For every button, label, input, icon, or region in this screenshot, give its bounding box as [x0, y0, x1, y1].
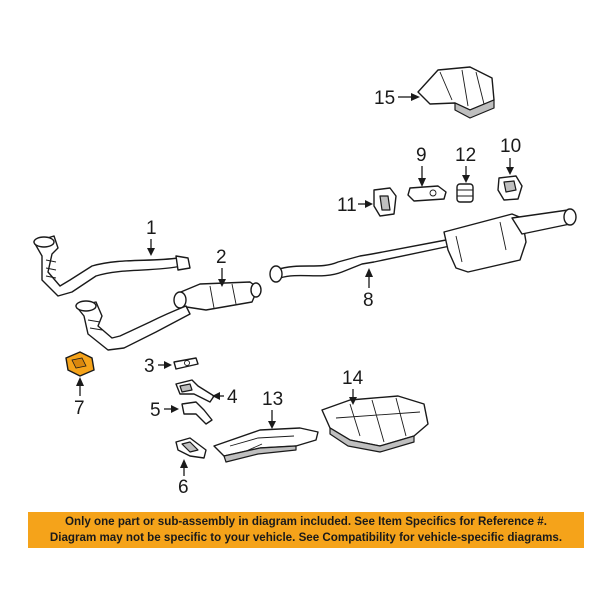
- callout-13-label: 13: [262, 389, 283, 410]
- part-1-front-pipe: [33, 235, 191, 297]
- disclaimer-line-1: Only one part or sub-assembly in diagram…: [65, 515, 547, 528]
- callout-1: 1: [146, 218, 157, 256]
- callout-15-label: 15: [374, 88, 395, 109]
- callout-6-label: 6: [178, 477, 189, 498]
- callout-8: 8: [363, 268, 374, 311]
- part-10-hanger: [497, 175, 523, 201]
- callout-7: 7: [74, 377, 85, 419]
- callout-3-label: 3: [144, 356, 155, 377]
- callout-15: 15: [374, 88, 420, 109]
- exhaust-system-diagram: 15 9 12 10 11: [33, 66, 577, 498]
- part-3-gasket: [173, 357, 199, 370]
- callout-7-label: 7: [74, 398, 85, 419]
- callout-12: 12: [455, 145, 476, 183]
- part-12-insulator: [456, 183, 474, 203]
- callout-2: 2: [216, 247, 227, 287]
- callout-3: 3: [144, 356, 172, 377]
- disclaimer-banner: Only one part or sub-assembly in diagram…: [28, 512, 584, 548]
- callout-1-label: 1: [146, 218, 157, 239]
- callout-9: 9: [416, 145, 427, 187]
- callout-13: 13: [262, 389, 283, 429]
- part-2-catalytic-converter: [173, 281, 262, 311]
- part-y-pipe-converter: [75, 300, 191, 351]
- callout-12-label: 12: [455, 145, 476, 166]
- callout-8-label: 8: [363, 290, 374, 311]
- callout-10-label: 10: [500, 136, 521, 157]
- part-15-heat-shield: [417, 66, 495, 119]
- callout-5: 5: [150, 400, 179, 421]
- disclaimer-line-2: Diagram may not be specific to your vehi…: [49, 531, 563, 544]
- part-7-highlighted: [65, 351, 95, 377]
- part-6-bracket: [175, 437, 207, 459]
- part-14-heat-shield: [321, 395, 429, 453]
- part-5-bracket: [181, 401, 213, 425]
- callout-14: 14: [342, 368, 364, 405]
- part-4-bracket: [175, 379, 215, 403]
- callout-6: 6: [178, 459, 189, 498]
- callout-2-label: 2: [216, 247, 227, 268]
- callout-11-label: 11: [337, 195, 357, 216]
- part-11-bracket: [373, 187, 397, 217]
- callout-5-label: 5: [150, 400, 161, 421]
- callout-14-label: 14: [342, 368, 364, 389]
- callout-4-label: 4: [227, 387, 238, 408]
- callout-10: 10: [500, 136, 521, 175]
- part-9-gasket: [407, 185, 447, 202]
- callout-11: 11: [337, 195, 373, 216]
- part-8-muffler-assembly: [269, 208, 577, 283]
- callout-4: 4: [212, 387, 238, 408]
- callout-9-label: 9: [416, 145, 427, 166]
- part-13-heat-shield: [213, 427, 319, 463]
